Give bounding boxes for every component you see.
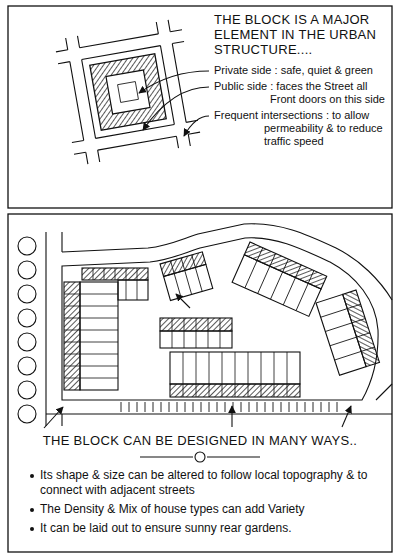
- block-plan: [18, 224, 392, 428]
- parking-bays: [120, 402, 340, 412]
- callout-note: Public side : faces the Street all Front…: [214, 80, 386, 106]
- courtyard-centre: [118, 82, 139, 103]
- perimeter-buildings: [90, 54, 166, 130]
- street-edge: [66, 20, 191, 164]
- road-edge: [62, 224, 392, 300]
- house-row: [160, 318, 232, 348]
- leader-arrow: [143, 87, 209, 130]
- house-row: [316, 290, 379, 375]
- house-row: [160, 252, 213, 301]
- access-arrow: [342, 406, 351, 427]
- diagram-title: THE BLOCK IS A MAJOR ELEMENT IN THE URBA…: [214, 12, 388, 57]
- house-row: [232, 242, 327, 316]
- road-edge: [46, 384, 392, 414]
- access-arrow: [176, 294, 190, 308]
- road-edge: [46, 232, 62, 426]
- bullet-note: Its shape & size can be altered to follo…: [40, 468, 385, 498]
- access-arrow: [231, 406, 232, 427]
- house-row: [170, 352, 300, 397]
- house-row: [82, 268, 148, 300]
- private-courtyard: [106, 70, 150, 114]
- block-boundary: [62, 238, 378, 400]
- callout-note: Private side : safe, quiet & green: [214, 64, 386, 77]
- bullet-note: It can be laid out to ensure sunny rear …: [40, 521, 385, 536]
- diagram-caption: THE BLOCK CAN BE DESIGNED IN MANY WAYS..: [20, 433, 380, 449]
- leader-arrow: [184, 116, 209, 136]
- access-arrow: [44, 407, 63, 428]
- callout-note: Frequent intersections : to allow permea…: [214, 109, 386, 148]
- block-sketch: [54, 18, 202, 166]
- bullet-note: The Density & Mix of house types can add…: [40, 502, 385, 517]
- caption-ornament: [140, 452, 260, 462]
- leader-arrow: [139, 71, 209, 93]
- street-edge: [56, 30, 200, 155]
- house-row: [64, 282, 118, 390]
- panel-frame: [8, 214, 392, 552]
- street-trees: [18, 237, 36, 423]
- panel-frame: [8, 6, 392, 208]
